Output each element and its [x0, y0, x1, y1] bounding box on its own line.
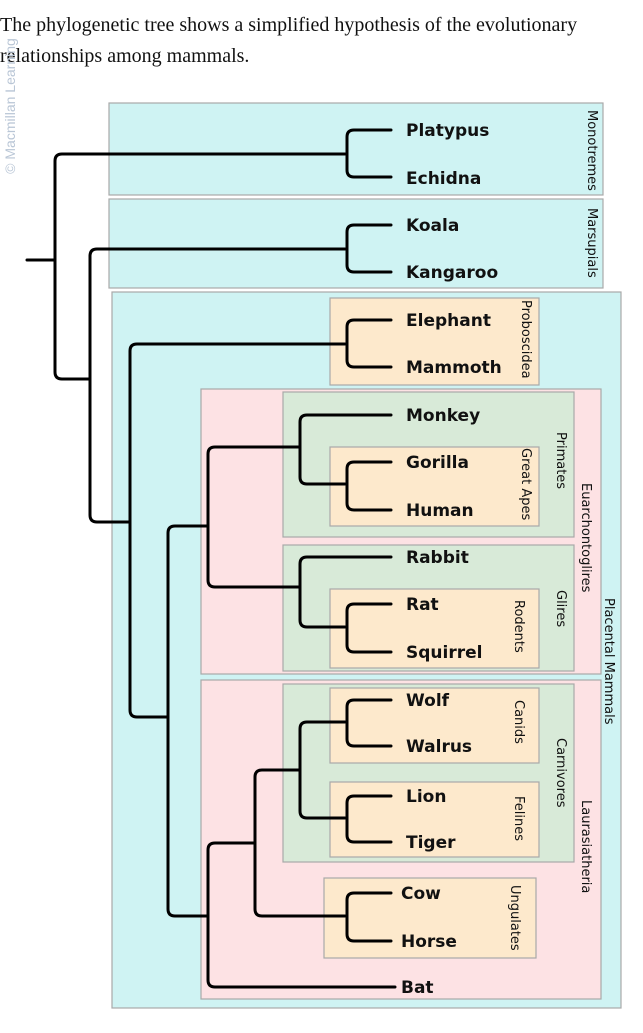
label-primates: Primates — [553, 432, 568, 489]
rodents-box — [329, 588, 540, 669]
label-great-apes: Great Apes — [518, 448, 533, 520]
tree-branches — [25, 128, 397, 989]
taxon-lion: Lion — [406, 787, 446, 807]
great-apes-box — [329, 446, 540, 527]
taxon-walrus: Walrus — [406, 737, 472, 757]
taxon-wolf: Wolf — [406, 691, 450, 711]
taxon-human: Human — [406, 501, 474, 521]
label-rodents: Rodents — [511, 600, 526, 653]
ungulates-box — [323, 877, 537, 959]
proboscidea-box — [329, 297, 540, 386]
label-proboscidea: Proboscidea — [518, 300, 533, 379]
taxon-tiger: Tiger — [406, 833, 456, 853]
taxon-gorilla: Gorilla — [406, 453, 469, 473]
taxon-rabbit: Rabbit — [406, 548, 469, 568]
label-euarchontoglires: Euarchontoglires — [578, 483, 593, 593]
monotremes-box — [108, 102, 604, 196]
label-laurasiatheria: Laurasiatheria — [578, 800, 593, 893]
taxon-horse: Horse — [401, 932, 457, 952]
label-canids: Canids — [511, 700, 526, 744]
taxon-monkey: Monkey — [406, 406, 480, 426]
label-carnivores: Carnivores — [553, 738, 568, 808]
marsupials-box — [108, 198, 604, 289]
label-ungulates: Ungulates — [507, 885, 522, 951]
label-monotremes: Monotremes — [584, 110, 599, 191]
taxon-squirrel: Squirrel — [406, 643, 482, 663]
taxon-kangaroo: Kangaroo — [406, 263, 498, 283]
caption: The phylogenetic tree shows a simplified… — [0, 14, 578, 67]
taxon-cow: Cow — [401, 884, 441, 904]
label-felines: Felines — [511, 796, 526, 841]
taxon-platypus: Platypus — [406, 121, 489, 141]
taxon-echidna: Echidna — [406, 169, 481, 189]
taxon-rat: Rat — [406, 595, 439, 615]
taxon-bat: Bat — [401, 978, 434, 998]
label-glires: Glires — [553, 590, 568, 627]
taxon-elephant: Elephant — [406, 311, 491, 331]
taxon-koala: Koala — [406, 216, 459, 236]
taxon-mammoth: Mammoth — [406, 358, 502, 378]
label-placental-mammals: Placental Mammals — [601, 598, 616, 725]
label-marsupials: Marsupials — [584, 208, 599, 278]
